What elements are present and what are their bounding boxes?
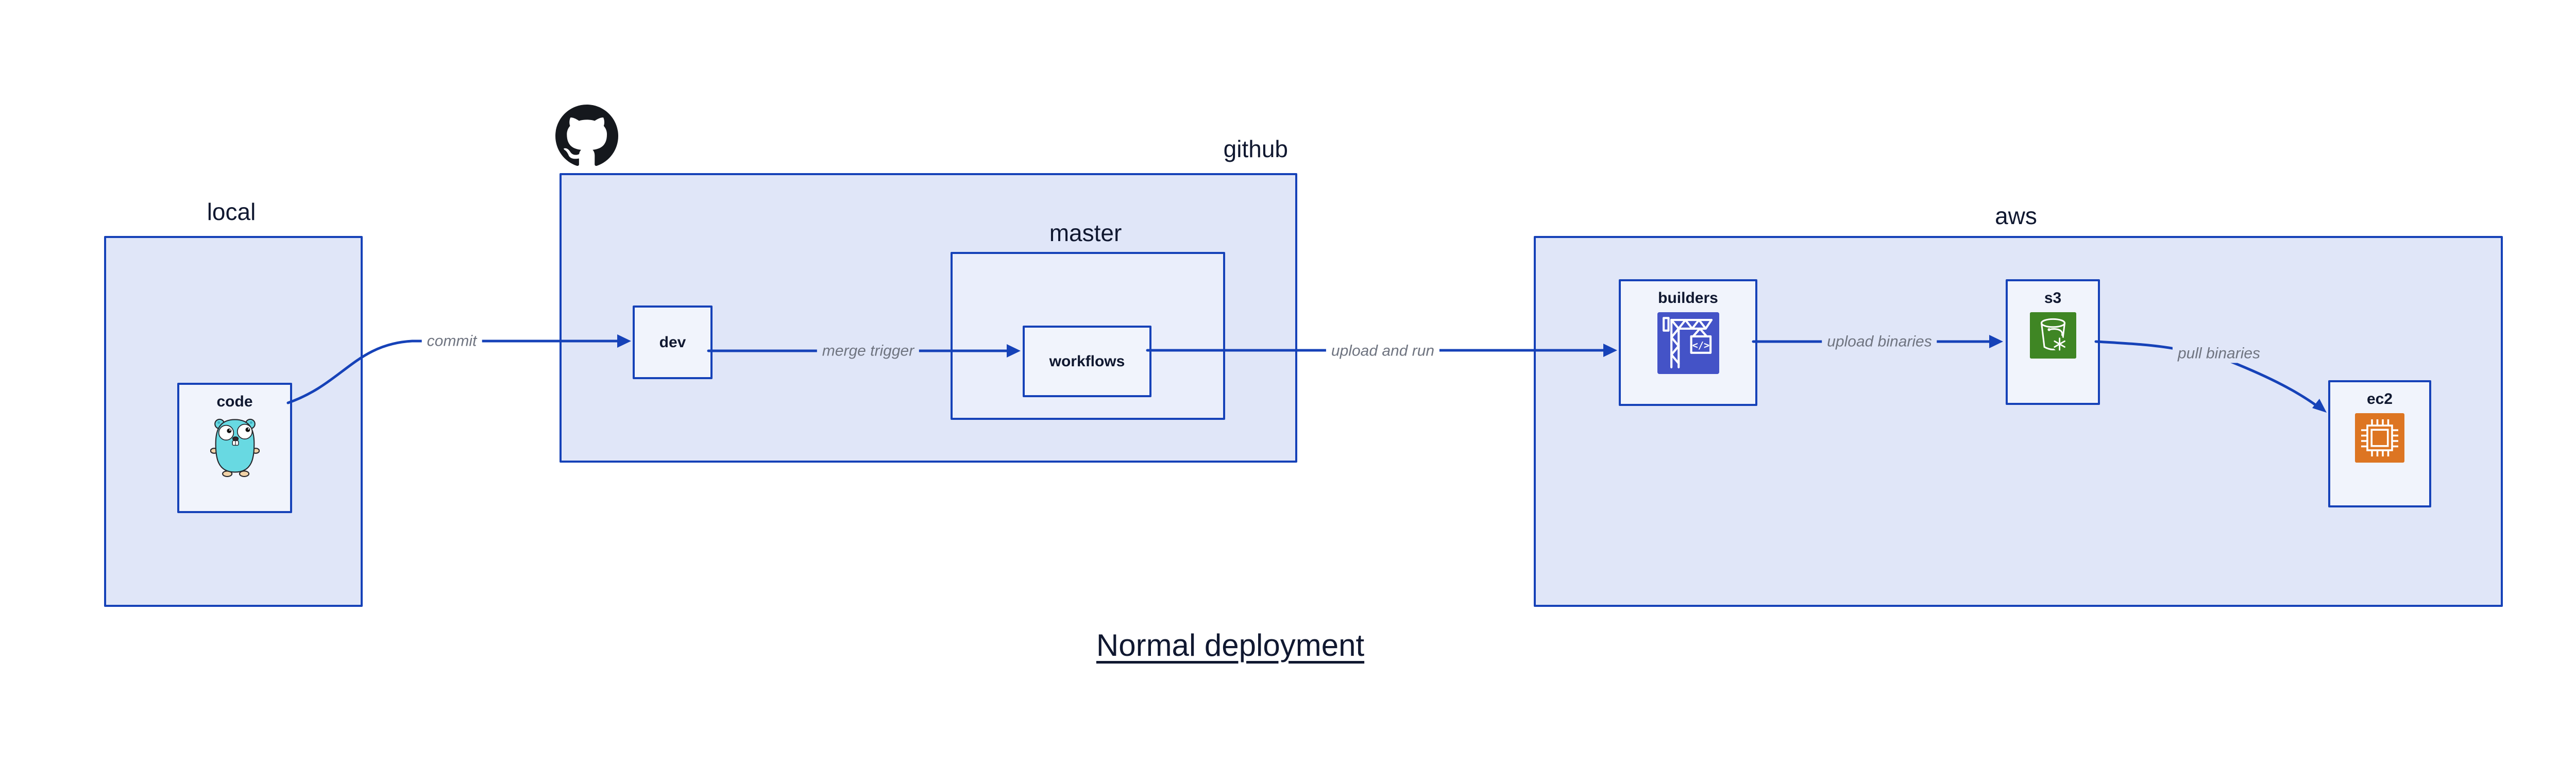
group-label-aws: aws (1995, 202, 2037, 229)
github-octocat-icon (555, 105, 618, 170)
node-workflows: workflows (1023, 326, 1151, 397)
ec2-chip-icon (2355, 413, 2404, 463)
node-label-dev: dev (659, 333, 686, 351)
diagram-title: Normal deployment (1096, 628, 1365, 663)
node-label-s3: s3 (2044, 290, 2062, 307)
node-label-code: code (216, 393, 253, 410)
edge-label-upload-and-run: upload and run (1326, 341, 1440, 361)
node-label-ec2: ec2 (2366, 390, 2393, 408)
node-label-builders: builders (1658, 290, 1718, 307)
group-label-local: local (207, 198, 256, 225)
codebuild-crane-icon: </> (1657, 312, 1719, 374)
s3-bucket-icon (2029, 312, 2076, 359)
edge-label-merge-trigger: merge trigger (817, 341, 920, 361)
node-code: code (177, 383, 292, 513)
group-label-github: github (1223, 135, 1288, 162)
node-ec2: ec2 (2328, 380, 2431, 507)
edge-label-upload-binaries: upload binaries (1822, 332, 1937, 351)
svg-text:</>: </> (1692, 340, 1709, 351)
edge-label-pull-binaries: pull binaries (2172, 344, 2266, 363)
group-label-master: master (1049, 219, 1122, 246)
node-dev: dev (633, 305, 713, 379)
edge-label-commit: commit (421, 331, 482, 351)
go-gopher-icon (210, 418, 260, 477)
node-builders: builders </> (1619, 279, 1757, 406)
node-label-workflows: workflows (1049, 352, 1125, 370)
node-s3: s3 (2006, 279, 2100, 405)
